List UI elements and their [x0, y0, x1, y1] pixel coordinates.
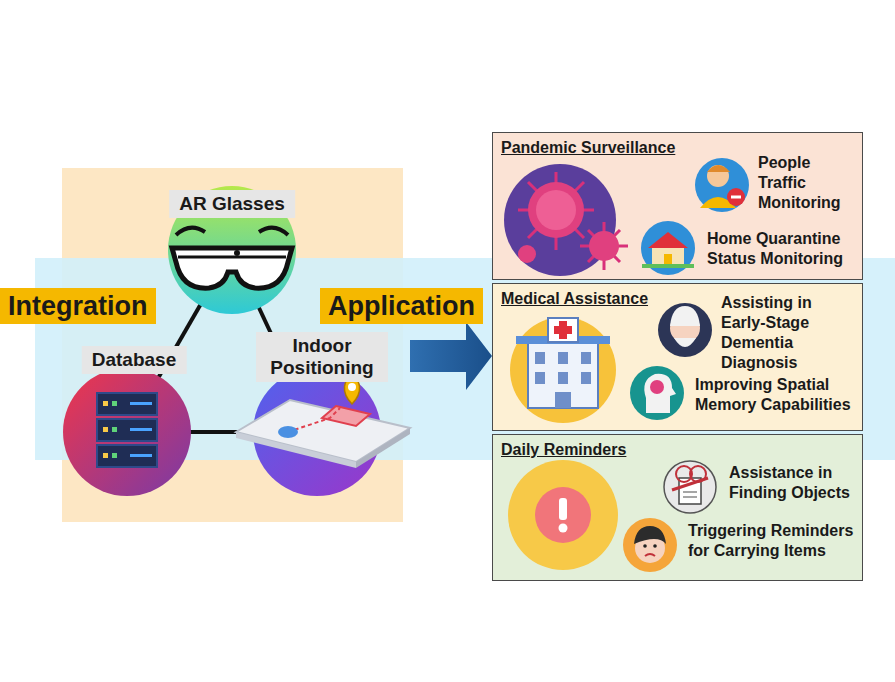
big-arrow: [410, 322, 492, 390]
application-panel: Pandemic SurveillancePeople Traffic Moni…: [492, 132, 863, 280]
panel-heading: Daily Reminders: [501, 440, 626, 460]
node-text: Triggering Reminders for Carrying Items: [688, 521, 860, 561]
brain-icon: [630, 366, 684, 420]
panel-ground: [492, 132, 863, 280]
node-text: Assisting in Early-Stage Dementia Diagno…: [721, 293, 859, 373]
house-icon: [641, 221, 695, 275]
worried-face-icon: [623, 518, 677, 572]
application-panel: Medical Assistance Assisting in Early-Sta…: [492, 283, 863, 431]
search-icon: [664, 461, 716, 513]
panel-heading: Pandemic Surveillance: [501, 138, 675, 158]
node-text: Application: [328, 291, 475, 321]
node-text: Database: [92, 349, 177, 371]
indoor-map-icon: [236, 368, 410, 496]
node-text: People Traffic Monitoring: [758, 153, 858, 213]
application-item: Improving Spatial Memory Capabilities: [695, 375, 859, 415]
node-text: Improving Spatial Memory Capabilities: [695, 375, 859, 415]
component-label: Indoor Positioning: [256, 332, 388, 382]
virus-icon: [504, 164, 628, 276]
warning-icon: [508, 460, 618, 570]
application-item: Assisting in Early-Stage Dementia Diagno…: [721, 293, 859, 373]
panel-ground: [492, 283, 863, 431]
section-label: Integration: [0, 288, 156, 324]
application-item: Assistance in Finding Objects: [729, 463, 859, 503]
application-panel: Daily RemindersAssistance in Finding Obj…: [492, 434, 863, 581]
ar-glasses-icon: [168, 186, 296, 314]
application-item: Home Quarantine Status Monitoring: [707, 229, 857, 269]
application-item: Triggering Reminders for Carrying Items: [688, 521, 860, 561]
elderly-icon: [658, 303, 712, 357]
panel-ground: [492, 434, 863, 581]
panel-heading: Medical Assistance: [501, 289, 648, 309]
application-item: People Traffic Monitoring: [758, 153, 858, 213]
node-text: Assistance in Finding Objects: [729, 463, 859, 503]
node-text: AR Glasses: [179, 193, 285, 215]
hospital-icon: [510, 317, 616, 423]
component-label: Database: [82, 346, 187, 374]
database-icon: [63, 368, 191, 496]
person-minus-icon: [695, 158, 749, 212]
node-text: Indoor Positioning: [266, 335, 378, 379]
component-label: AR Glasses: [169, 190, 295, 218]
node-text: Home Quarantine Status Monitoring: [707, 229, 857, 269]
section-label: Application: [320, 288, 483, 324]
node-text: Integration: [8, 291, 148, 321]
